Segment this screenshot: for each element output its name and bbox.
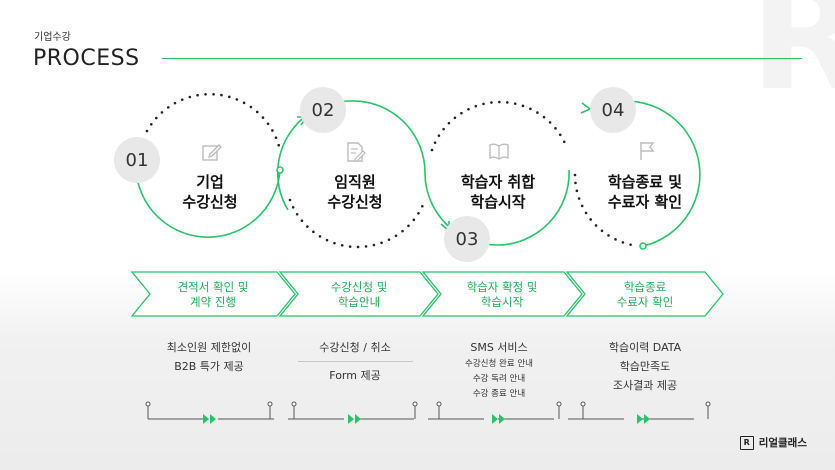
- chevron-1-line2: 계약 진행: [190, 295, 236, 309]
- description-col-3-small2: 수강 독려 안내: [472, 374, 526, 384]
- timeline-ticks: [147, 406, 709, 419]
- chevron-4-line2: 수료자 확인: [616, 295, 674, 309]
- watermark-letter: R: [749, 0, 835, 124]
- timeline-arrows: [203, 414, 650, 424]
- description-col-4: 학습이력 DATA 학습만족도 조사결과 제공: [580, 338, 710, 395]
- edit-icon: [202, 144, 222, 161]
- description-col-1-line2: B2B 특가 제공: [174, 360, 244, 373]
- chevron-2-line2: 학습안내: [337, 295, 381, 309]
- book-icon: [489, 143, 509, 160]
- chevron-3-line2: 학습시작: [480, 295, 524, 309]
- logo-text: 리얼클래스: [758, 437, 807, 449]
- end-dot: [639, 242, 647, 250]
- stage-2-arc-dotted: [288, 198, 427, 249]
- stage-2-label: 임직원 수강신청: [295, 172, 415, 212]
- stage-1-label: 기업 수강신청: [150, 172, 270, 212]
- chevron-1-line1: 견적서 확인 및: [177, 280, 249, 294]
- stage-3-arc-dotted: [430, 100, 569, 152]
- description-col-2-line2: Form 제공: [329, 369, 381, 382]
- eyebrow-label: 기업수강: [34, 32, 71, 43]
- stage-4-arc-dotted: [573, 173, 634, 247]
- chevron-4-line1: 학습종료: [623, 280, 667, 294]
- stage-3-label-line1: 학습자 취합: [460, 173, 536, 191]
- stage-3-label-line2: 학습시작: [470, 193, 526, 211]
- chevron-4-shape: [565, 271, 724, 317]
- stage-2-label-line2: 수강신청: [327, 193, 383, 211]
- brand-logo: R 리얼클래스: [739, 435, 807, 450]
- stage-1-label-line1: 기업: [196, 173, 224, 191]
- stage-4-label-line1: 학습종료 및: [607, 173, 683, 191]
- description-col-2: 수강신청 / 취소 Form 제공: [290, 338, 420, 385]
- stage-1-arc-dotted: [145, 92, 282, 152]
- stage-4-label: 학습종료 및 수료자 확인: [585, 172, 705, 212]
- stage-4-label-line2: 수료자 확인: [607, 193, 683, 211]
- description-col-2-divider: [297, 361, 413, 362]
- end-dot: [276, 166, 284, 174]
- description-col-3: SMS 서비스 수강신청 완료 안내 수강 독려 안내 수강 종료 안내: [434, 338, 564, 402]
- stage-3-arc-solid: [424, 169, 570, 246]
- flag-icon: [640, 142, 655, 160]
- stage-4-arc-solid: [609, 100, 701, 247]
- description-col-3-line1: SMS 서비스: [470, 341, 528, 354]
- logo-mark: R: [739, 435, 754, 450]
- chevron-2-line1: 수강신청 및: [330, 280, 388, 294]
- description-col-4-line3: 조사결과 제공: [612, 379, 678, 392]
- page-title: PROCESS: [33, 46, 140, 71]
- arrow-head-3: [580, 102, 592, 114]
- document-edit-icon: [347, 142, 366, 162]
- description-col-4-line2: 학습만족도: [619, 360, 671, 373]
- description-col-1-line1: 최소인원 제한없이: [166, 341, 252, 354]
- description-col-2-line1: 수강신청 / 취소: [319, 341, 391, 354]
- chevron-2-text: 수강신청 및 학습안내: [294, 280, 424, 310]
- stage-2-label-line1: 임직원: [334, 173, 376, 191]
- stage-3-label: 학습자 취합 학습시작: [438, 172, 558, 212]
- stage-1-label-line2: 수강신청: [182, 193, 238, 211]
- description-col-3-small3: 수강 종료 안내: [472, 389, 526, 399]
- timeline-tick-dots: [145, 401, 711, 407]
- chevron-3-line1: 학습자 확정 및: [466, 280, 538, 294]
- chevron-1-shape: [130, 271, 296, 317]
- stage-4-number-badge: 04: [590, 87, 636, 133]
- chevron-2-shape: [278, 271, 439, 317]
- description-col-1: 최소인원 제한없이 B2B 특가 제공: [144, 338, 274, 376]
- stage-1-number-badge: 01: [114, 137, 160, 183]
- description-col-4-line1: 학습이력 DATA: [608, 341, 682, 354]
- chevron-3-text: 학습자 확정 및 학습시작: [437, 280, 567, 310]
- title-rule: [162, 58, 802, 59]
- description-col-3-small1: 수강신청 완료 안내: [465, 359, 533, 369]
- stage-2-number-badge: 02: [300, 87, 346, 133]
- chevron-1-text: 견적서 확인 및 계약 진행: [148, 280, 278, 310]
- chevron-3-shape: [421, 271, 583, 317]
- stage-1-arc-solid: [135, 159, 281, 238]
- stage-3-number-badge: 03: [444, 216, 490, 262]
- chevron-4-text: 학습종료 수료자 확인: [580, 280, 710, 310]
